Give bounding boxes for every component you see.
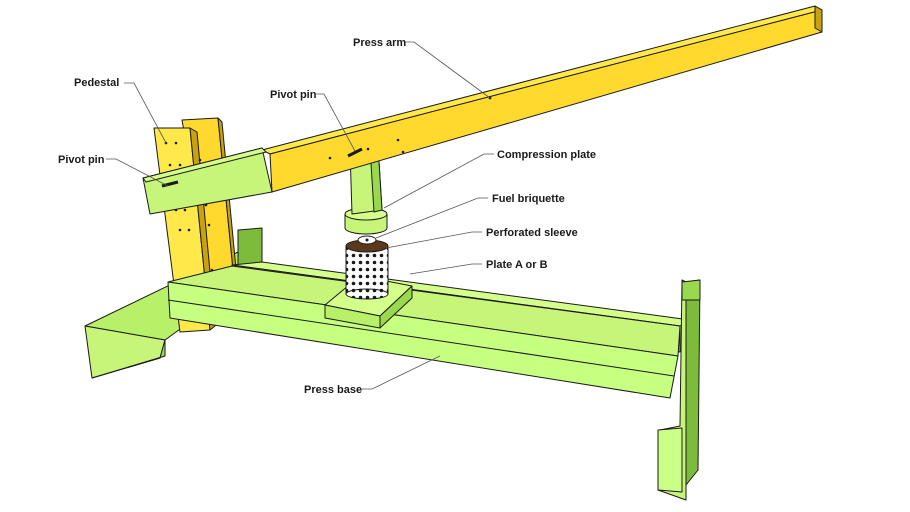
callout-leaders [106,41,494,390]
label-press-arm: Press arm [353,37,406,49]
label-pedestal: Pedestal [74,77,119,89]
label-compression-plate: Compression plate [497,149,596,161]
label-pivot-pin-top: Pivot pin [270,89,317,101]
arm-connector [142,147,273,215]
press-base [167,261,691,399]
label-plate-a-or-b: Plate A or B [486,259,548,271]
label-pivot-pin-left: Pivot pin [58,154,105,166]
pivot-pin-top [347,147,363,158]
label-fuel-briquette: Fuel briquette [492,193,565,205]
press-arm [261,5,823,193]
label-press-base: Press base [304,384,362,396]
label-perforated-sleeve: Perforated sleeve [486,227,578,239]
pivot-pin-left [161,180,179,188]
right-cross-foot [657,279,701,501]
fuel-briquette [357,235,377,245]
perforated-sleeve [345,239,389,300]
